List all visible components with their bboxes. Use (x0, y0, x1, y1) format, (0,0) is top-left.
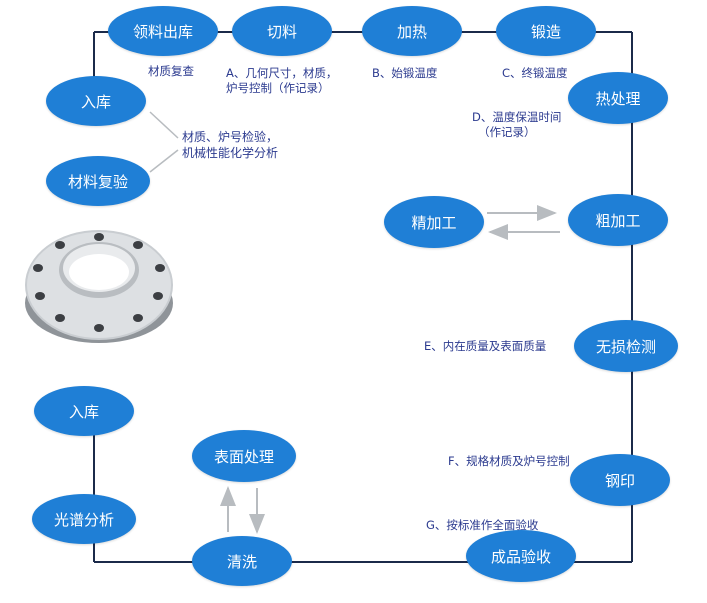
note-d-line1: D、温度保温时间 (472, 110, 562, 124)
note-fuyan-line1: 材质、炉号检验， (182, 130, 279, 144)
flange-photo (25, 230, 173, 343)
node-jingjiagong: 精加工 (384, 196, 484, 248)
note-f: F、规格材质及炉号控制 (448, 454, 570, 468)
note-c: C、终锻温度 (502, 66, 568, 80)
node-lingliao-chuku: 领料出库 (108, 6, 218, 56)
note-e: E、内在质量及表面质量 (424, 339, 547, 353)
note-d-line2: （作记录） (478, 125, 536, 139)
node-guangpu-fenxi: 光谱分析 (32, 494, 136, 544)
note-b: B、始锻温度 (372, 66, 438, 80)
node-jiare: 加热 (362, 6, 462, 56)
note-caizhi-fucha: 材质复查 (148, 64, 194, 78)
note-connectors (149, 111, 179, 173)
note-g: G、按标准作全面验收 (426, 518, 539, 532)
note-a-line2: 炉号控制（作记录） (226, 81, 330, 95)
node-ruku-bottom: 入库 (34, 386, 134, 436)
node-chengpin-yanshou: 成品验收 (466, 530, 576, 582)
node-ruku-top: 入库 (46, 76, 146, 126)
node-wusun-jiance: 无损检测 (574, 320, 678, 372)
node-cujiagong: 粗加工 (568, 194, 668, 246)
node-duanzao: 锻造 (496, 6, 596, 56)
note-a-line1: A、几何尺寸，材质， (226, 66, 338, 80)
node-cailiao-fuyan: 材料复验 (46, 156, 150, 206)
node-biaomian-chuli: 表面处理 (192, 430, 296, 482)
node-gangyin: 钢印 (570, 454, 670, 506)
node-qingxi: 清洗 (192, 536, 292, 586)
node-qieliao: 切料 (232, 6, 332, 56)
node-rechuli: 热处理 (568, 72, 668, 124)
note-fuyan-line2: 机械性能化学分析 (182, 146, 279, 160)
